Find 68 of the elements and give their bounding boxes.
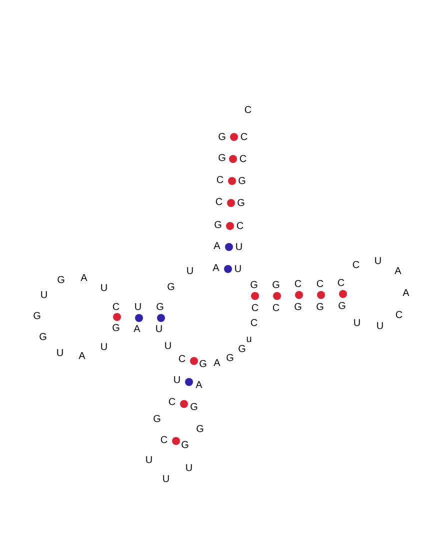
base-letter: C (294, 280, 302, 290)
base-letter: A (196, 381, 202, 391)
base-letter: G (272, 281, 280, 291)
base-letter: U (374, 257, 382, 267)
base-letter: C (236, 222, 244, 232)
base-letter: C (244, 106, 252, 116)
base-letter: C (395, 311, 403, 321)
base-letter: A (214, 359, 220, 369)
base-letter: C (160, 436, 168, 446)
base-letter: C (112, 303, 120, 313)
base-letter: G (57, 276, 65, 286)
base-letter: G (181, 441, 189, 451)
base-letter: U (100, 284, 108, 294)
base-letter: G (190, 403, 198, 413)
base-letter: U (173, 376, 181, 386)
base-letter: U (56, 349, 64, 359)
base-letter: C (251, 304, 259, 314)
base-letter: A (214, 242, 220, 252)
base-letter: G (112, 324, 120, 334)
base-letter: G (250, 281, 258, 291)
base-letter: A (394, 267, 402, 277)
base-letter: C (215, 198, 223, 208)
base-letter: U (162, 475, 170, 485)
base-letter: G (338, 302, 346, 312)
base-letter: G (199, 360, 207, 370)
base-letter: C (337, 279, 345, 289)
base-letter: A (78, 352, 86, 362)
base-letter: U (40, 291, 48, 301)
base-letter: u (246, 335, 252, 345)
base-letter: G (237, 199, 245, 209)
base-letter: G (218, 133, 226, 143)
base-letter: U (353, 319, 361, 329)
base-letter: G (238, 177, 246, 187)
base-letter: C (316, 280, 324, 290)
base-letter: G (226, 354, 234, 364)
base-letter: U (234, 265, 242, 275)
base-letter: A (212, 264, 220, 274)
base-letter: G (238, 345, 246, 355)
base-letter: C (178, 355, 186, 365)
base-letter: U (186, 267, 194, 277)
base-letter: G (167, 283, 175, 293)
base-letter: C (240, 133, 248, 143)
base-letter: G (218, 154, 226, 164)
base-letter: G (316, 303, 324, 313)
base-letter: G (153, 415, 161, 425)
base-letter: C (352, 261, 360, 271)
base-letter: C (216, 176, 224, 186)
base-letter: U (185, 464, 193, 474)
base-letter: G (39, 333, 47, 343)
base-letter: C (250, 319, 258, 329)
base-letter: G (33, 312, 41, 322)
base-letter: G (214, 221, 222, 231)
base-letter: U (164, 342, 172, 352)
base-letter: A (80, 274, 88, 284)
base-letter: U (134, 303, 142, 313)
base-letter: U (155, 325, 163, 335)
base-letter: C (272, 304, 280, 314)
base-letter: A (134, 325, 140, 335)
base-letter: A (402, 289, 410, 299)
base-letter: U (376, 322, 384, 332)
base-letter: U (100, 343, 108, 353)
base-letter: C (239, 155, 247, 165)
base-letter: G (294, 303, 302, 313)
base-letter: U (235, 243, 243, 253)
base-letter: U (145, 456, 153, 466)
base-letter: C (168, 398, 176, 408)
base-letter: G (156, 303, 164, 313)
base-letter: G (196, 425, 204, 435)
